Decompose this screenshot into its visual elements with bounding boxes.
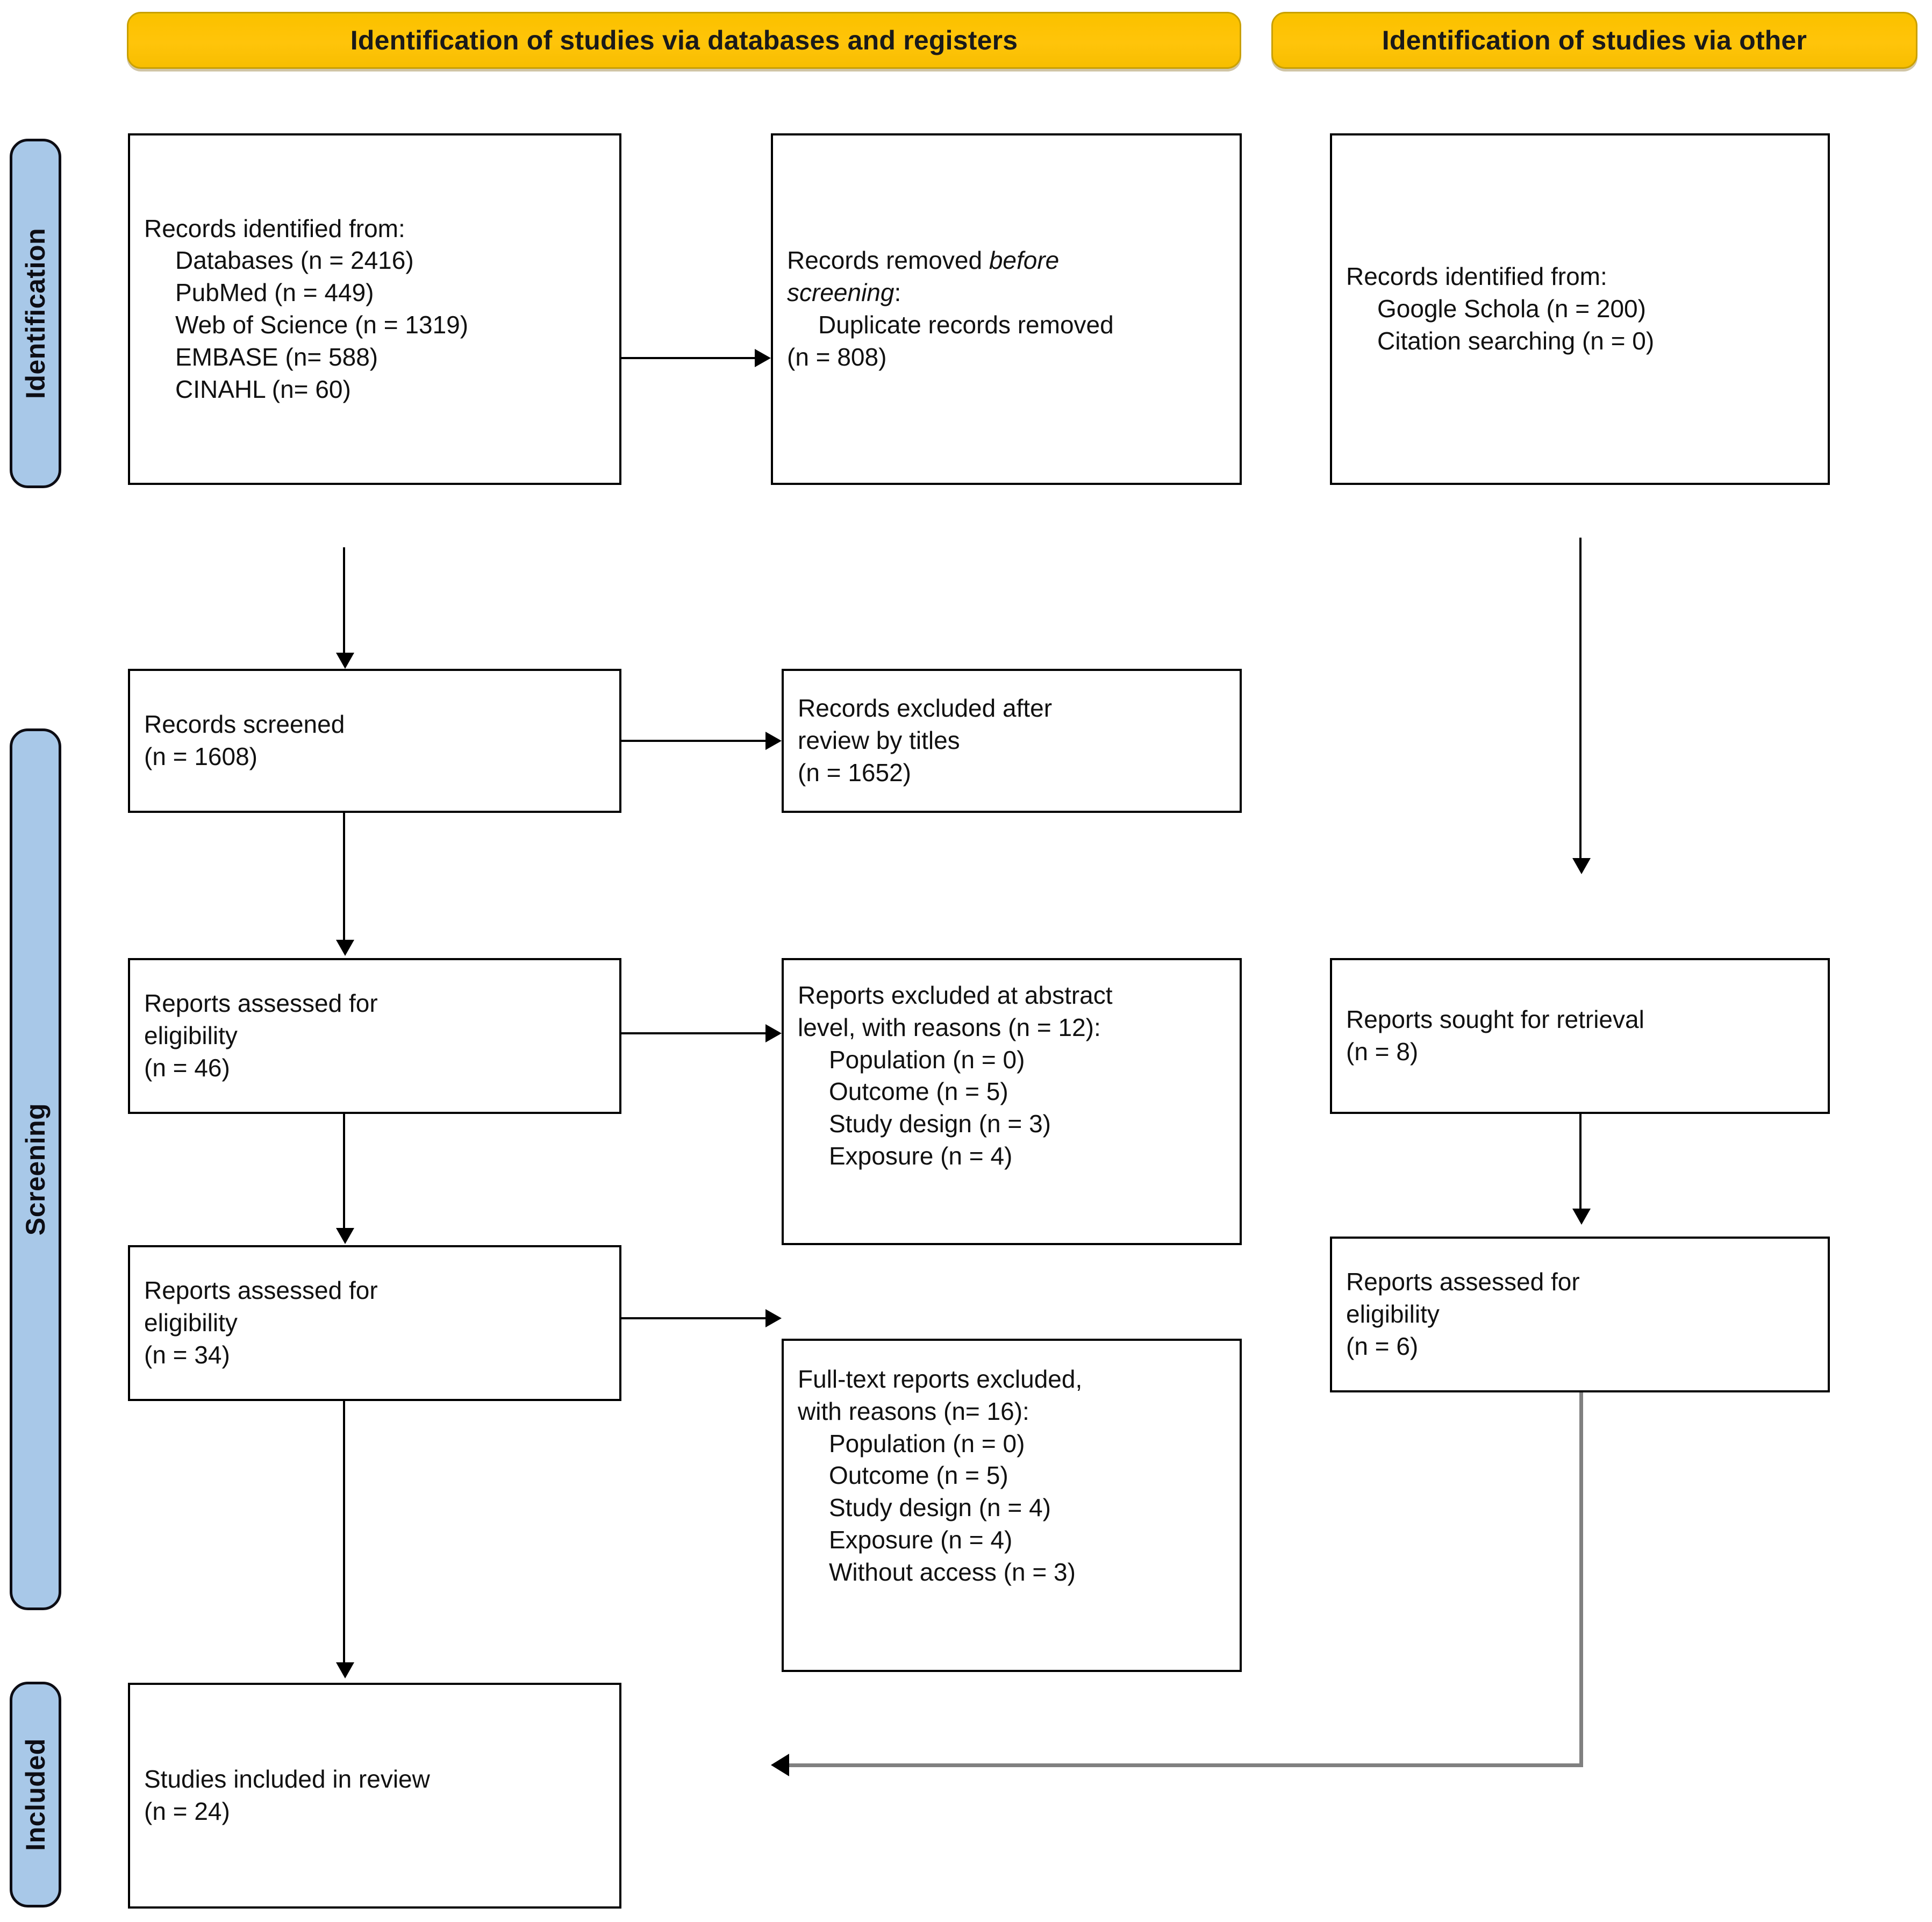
connector-assessed46-to-excluded-abstract [621,1032,765,1034]
box-line: Study design (n = 3) [829,1110,1051,1138]
box-line: (n = 46) [144,1053,230,1082]
header-other-methods-label: Identification of studies via other [1382,25,1807,55]
box-line: Records screened [144,710,345,739]
box-line: (n = 808) [787,342,887,371]
connector-sought-to-assessed6 [1579,1114,1582,1211]
arrowhead-assessed34-to-fulltext-excluded [765,1309,782,1327]
box-reports-assessed-6: Reports assessed for eligibility (n = 6) [1330,1237,1830,1392]
connector-screened-to-assessed46 [343,813,345,942]
box-line: Population (n = 0) [829,1429,1025,1457]
connector-assessed46-to-assessed34 [343,1114,345,1230]
box-line: Without access (n = 3) [829,1557,1076,1586]
box-line: (n = 24) [144,1797,230,1825]
box-line: Reports excluded at abstract [798,981,1113,1009]
phase-rail-included: Included [10,1682,61,1907]
connector-assessed6-to-included-horizontal [789,1763,1583,1767]
arrowhead-assessed46-to-excluded-abstract [765,1024,782,1042]
box-line: Reports assessed for [144,989,378,1018]
box-line: Web of Science (n = 1319) [175,311,469,339]
phase-rail-screening: Screening [10,728,61,1610]
header-other-methods: Identification of studies via other [1271,12,1917,69]
connector-assessed6-to-included-vertical [1579,1392,1583,1767]
arrowhead-other-to-sought [1572,858,1591,874]
box-line: Exposure (n = 4) [829,1525,1013,1554]
box-line: EMBASE (n= 588) [175,342,378,371]
box-line: Reports sought for retrieval [1346,1005,1644,1034]
box-line: Full-text reports excluded, [798,1365,1083,1393]
phase-rail-identification: Identification [10,139,61,488]
box-line: Records identified from: [144,214,405,242]
box-line: (n = 1608) [144,742,257,770]
box-line: screening: [787,278,901,307]
box-line: level, with reasons (n = 12): [798,1013,1101,1041]
box-line: Study design (n = 4) [829,1494,1051,1522]
box-line: Exposure (n = 4) [829,1141,1013,1170]
connector-other-to-sought [1579,538,1582,860]
phase-rail-included-label: Included [20,1738,51,1851]
box-line: CINAHL (n= 60) [175,375,351,403]
phase-rail-screening-label: Screening [20,1103,51,1236]
box-line: Duplicate records removed [818,311,1114,339]
box-reports-sought-retrieval: Reports sought for retrieval (n = 8) [1330,958,1830,1114]
box-line: eligibility [144,1309,238,1337]
box-line: Population (n = 0) [829,1045,1025,1074]
arrowhead-screened-to-excluded-titles [765,732,782,750]
box-line: with reasons (n= 16): [798,1397,1029,1425]
box-line: eligibility [1346,1300,1440,1328]
arrowhead-screened-to-assessed46 [336,940,354,956]
box-line: eligibility [144,1021,238,1050]
connector-identified-to-screened [343,547,345,655]
arrowhead-identified-to-removed [755,349,771,367]
box-line: Citation searching (n = 0) [1377,326,1655,355]
box-line: (n = 8) [1346,1038,1419,1066]
box-line: Outcome (n = 5) [829,1461,1008,1490]
header-databases-registers-label: Identification of studies via databases … [350,25,1018,55]
box-line: Google Schola (n = 200) [1377,295,1646,323]
box-line: Reports assessed for [1346,1268,1580,1296]
box-records-removed-before-screening: Records removed before screening: Duplic… [771,133,1242,485]
box-studies-included-in-review: Studies included in review (n = 24) [128,1683,621,1909]
box-line: Records identified from: [1346,262,1607,291]
connector-identified-to-removed [621,357,755,359]
box-line: Outcome (n = 5) [829,1077,1008,1106]
box-reports-excluded-abstract: Reports excluded at abstract level, with… [782,958,1242,1245]
box-line: (n = 6) [1346,1332,1419,1360]
connector-assessed34-to-included [343,1401,345,1664]
box-line: Records excluded after [798,694,1053,723]
arrowhead-assessed6-to-included [771,1754,789,1776]
box-line: Reports assessed for [144,1276,378,1305]
box-line: Studies included in review [144,1765,430,1794]
box-reports-assessed-34: Reports assessed for eligibility (n = 34… [128,1245,621,1401]
box-line: review by titles [798,726,960,755]
connector-screened-to-excluded-titles [621,740,765,742]
box-line: (n = 34) [144,1340,230,1369]
box-reports-assessed-46: Reports assessed for eligibility (n = 46… [128,958,621,1114]
arrowhead-sought-to-assessed6 [1572,1209,1591,1225]
arrowhead-assessed46-to-assessed34 [336,1228,354,1244]
box-line: Records removed before [787,246,1060,275]
box-records-identified-other: Records identified from: Google Schola (… [1330,133,1830,485]
header-databases-registers: Identification of studies via databases … [127,12,1241,69]
phase-rail-identification-label: Identification [20,227,51,399]
box-line: (n = 1652) [798,758,911,787]
arrowhead-identified-to-screened [336,653,354,669]
arrowhead-assessed34-to-included [336,1662,354,1678]
box-line: PubMed (n = 449) [175,278,374,307]
box-records-excluded-titles: Records excluded after review by titles … [782,669,1242,813]
box-records-screened: Records screened (n = 1608) [128,669,621,813]
box-fulltext-reports-excluded: Full-text reports excluded, with reasons… [782,1339,1242,1672]
box-records-identified-databases: Records identified from: Databases (n = … [128,133,621,485]
box-line: Databases (n = 2416) [175,246,414,275]
connector-assessed34-to-fulltext-excluded [621,1317,765,1319]
